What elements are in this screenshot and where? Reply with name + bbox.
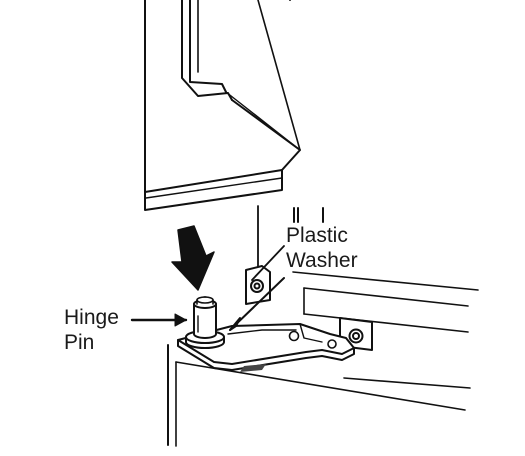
refrigerator-door <box>144 0 301 211</box>
plastic-washer-label-line-1: Plastic <box>286 224 348 247</box>
hinge-pin <box>185 296 225 349</box>
hinge-pin-label: Hinge Pin <box>64 305 119 355</box>
hinge-pin-label-line-1: Hinge <box>64 306 119 329</box>
plastic-washer-label-line-2: Washer <box>286 249 358 272</box>
down-arrow-icon <box>171 225 215 291</box>
plastic-washer-label: Plastic Washer <box>286 223 358 273</box>
hinge-pin-label-line-2: Pin <box>64 331 95 354</box>
leader-lines <box>130 245 285 331</box>
